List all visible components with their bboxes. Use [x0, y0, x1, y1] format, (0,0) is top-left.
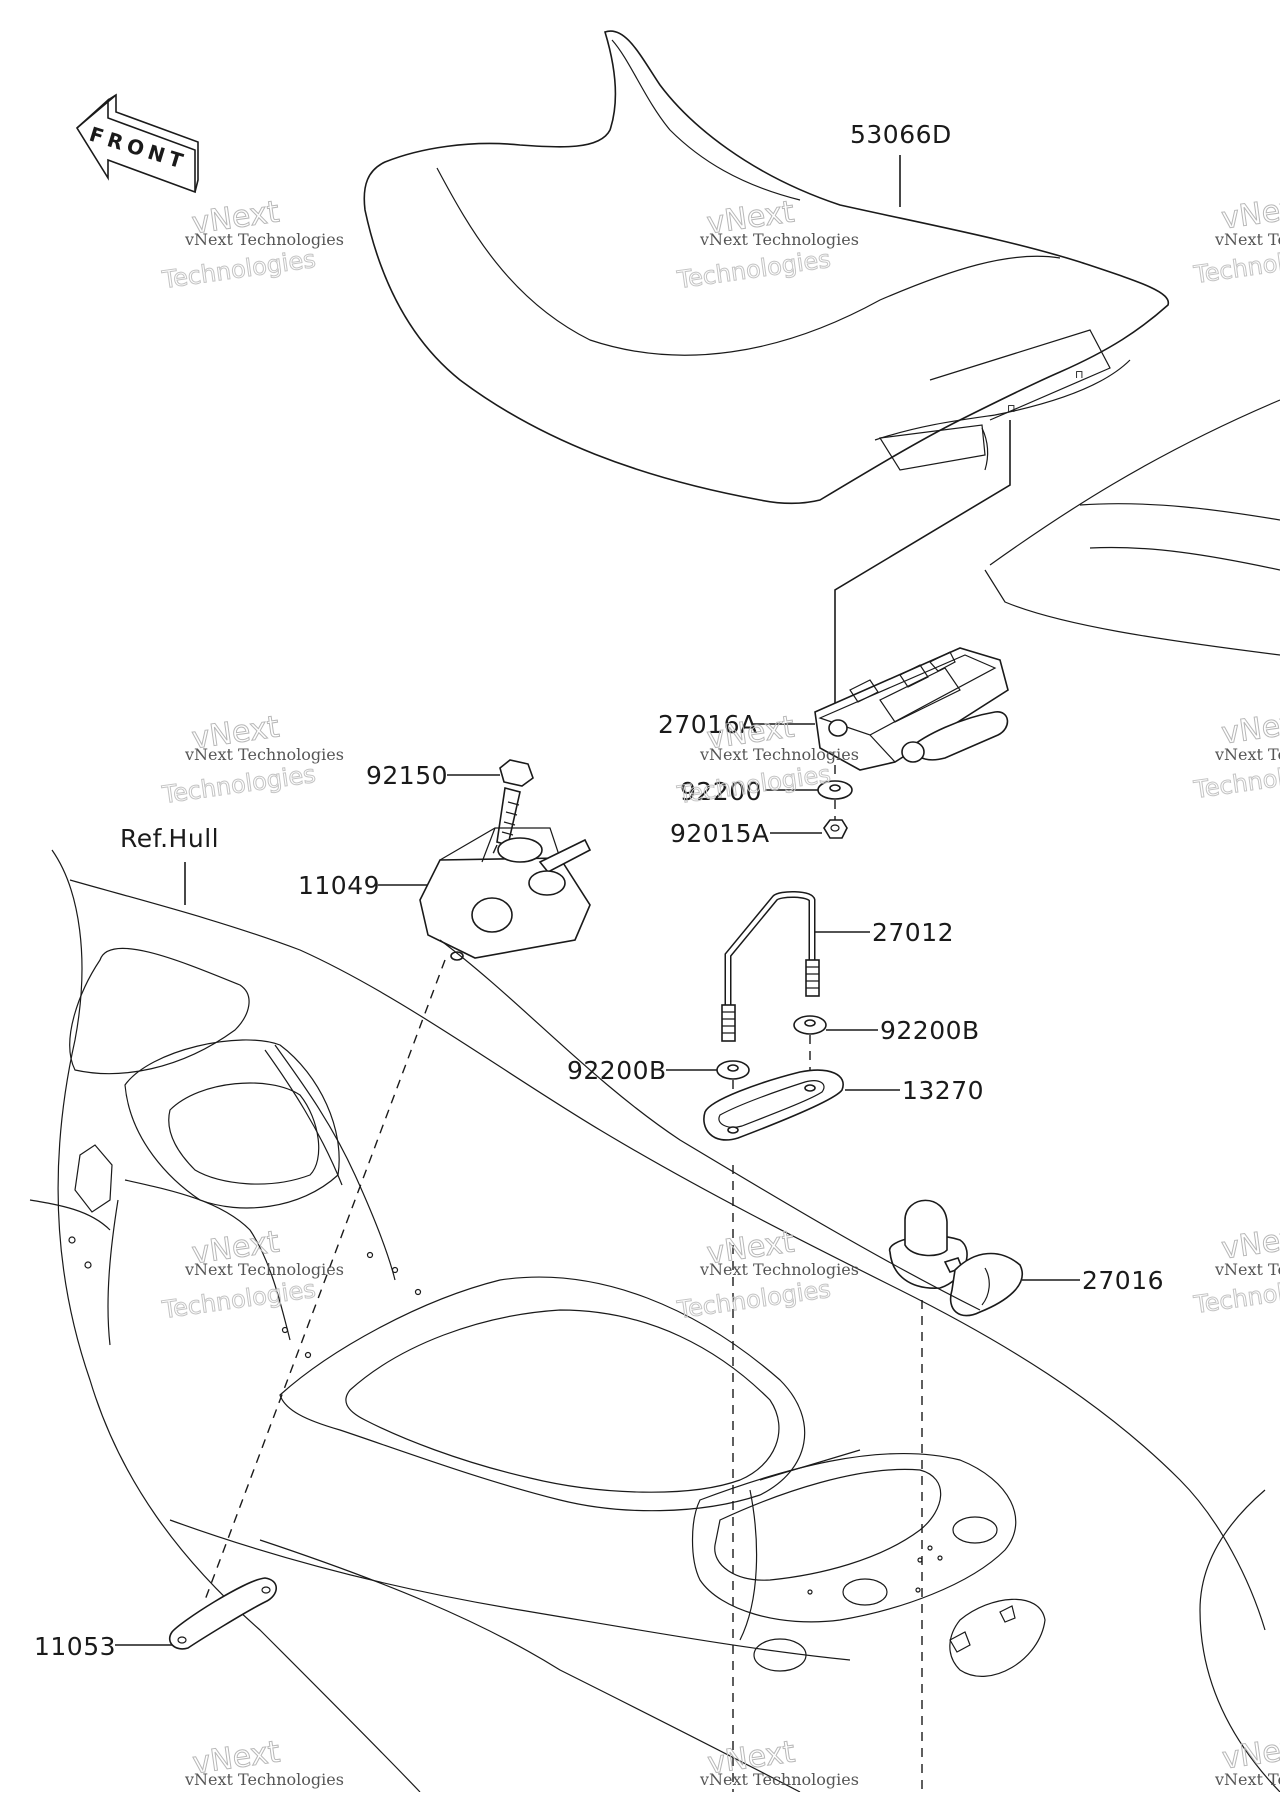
watermark-8: vNext Technologies vNext Technologies: [674, 1224, 859, 1325]
watermark-12: vNext vNext Technologies: [1214, 1729, 1280, 1789]
deck-line-right-3: [1079, 503, 1280, 521]
u-bolt-27012[interactable]: [721, 891, 820, 1042]
part-label-11053[interactable]: 11053: [34, 1632, 116, 1661]
washer-92200b-left[interactable]: [716, 1060, 750, 1080]
nut-92015a[interactable]: [823, 819, 848, 839]
part-label-53066d[interactable]: 53066D: [850, 120, 952, 149]
part-label-92150[interactable]: 92150: [366, 761, 448, 790]
front-arrow-icon: FRONT: [75, 93, 199, 194]
svg-text:vNext Technologies: vNext Technologies: [699, 230, 859, 249]
svg-text:vNext Technologies: vNext Technologies: [1214, 230, 1280, 249]
part-label-92200b-right[interactable]: 92200B: [880, 1016, 980, 1045]
hull-reference: [29, 849, 1280, 1793]
watermark-3: vNext Technologies vNext Technologies: [1191, 189, 1280, 289]
svg-text:vNext Technologies: vNext Technologies: [184, 230, 344, 249]
bracket-11049[interactable]: [419, 827, 592, 961]
svg-text:Technologies: Technologies: [160, 1275, 318, 1324]
svg-text:Technologies: Technologies: [160, 760, 318, 809]
svg-text:vNext Technologies: vNext Technologies: [184, 1260, 344, 1279]
part-label-13270[interactable]: 13270: [902, 1076, 984, 1105]
watermark-7: vNext Technologies vNext Technologies: [159, 1224, 344, 1325]
watermark-6: vNext Technologies vNext Technologies: [1191, 704, 1280, 804]
watermark-1: vNext Technologies vNext Technologies: [159, 194, 344, 295]
svg-text:vNext Technologies: vNext Technologies: [1214, 1770, 1280, 1789]
svg-text:vNext Technologies: vNext Technologies: [184, 745, 344, 764]
part-label-11049[interactable]: 11049: [298, 871, 380, 900]
watermark-9: vNext Technologies vNext Technologies: [1191, 1219, 1280, 1319]
plate-13270[interactable]: [703, 1069, 844, 1141]
washer-92200b-right[interactable]: [793, 1015, 827, 1035]
watermark-11: vNext vNext Technologies: [699, 1734, 859, 1789]
ref-hull-label[interactable]: Ref.Hull: [120, 824, 219, 853]
deck-edge-right: [989, 399, 1280, 566]
part-label-92200[interactable]: 92200: [680, 777, 762, 806]
part-label-92015a[interactable]: 92015A: [670, 819, 770, 848]
svg-text:vNext Technologies: vNext Technologies: [699, 1260, 859, 1279]
svg-text:⊓: ⊓: [1007, 402, 1016, 415]
axis-bracket-down: [204, 959, 446, 1601]
svg-text:vNext Technologies: vNext Technologies: [699, 745, 859, 764]
svg-text:vNext Technologies: vNext Technologies: [699, 1770, 859, 1789]
watermark-10: vNext vNext Technologies: [184, 1734, 344, 1789]
part-label-27016[interactable]: 27016: [1082, 1266, 1164, 1295]
hook-27016[interactable]: [889, 1199, 1023, 1317]
svg-text:vNext Technologies: vNext Technologies: [184, 1770, 344, 1789]
part-label-27016a[interactable]: 27016A: [658, 710, 758, 739]
seat-53066d[interactable]: ⊓ ⊓: [363, 30, 1170, 505]
part-label-27012[interactable]: 27012: [872, 918, 954, 947]
part-label-92200b-left[interactable]: 92200B: [567, 1056, 667, 1085]
deck-edge-right-2: [984, 569, 1280, 656]
bolt-92150[interactable]: [496, 759, 534, 846]
svg-text:vNext Technologies: vNext Technologies: [1214, 1260, 1280, 1279]
deck-line-right: [1089, 546, 1280, 571]
leader-seat-latch: [834, 420, 1011, 720]
svg-text:Technologies: Technologies: [675, 1275, 833, 1324]
svg-text:⊓: ⊓: [1075, 368, 1084, 381]
svg-text:Technologies: Technologies: [160, 245, 318, 294]
strap-11053[interactable]: [168, 1577, 278, 1650]
seat-latch-27016a[interactable]: [814, 647, 1009, 771]
svg-text:vNext Technologies: vNext Technologies: [1214, 745, 1280, 764]
watermark-4: vNext Technologies vNext Technologies: [159, 709, 344, 810]
